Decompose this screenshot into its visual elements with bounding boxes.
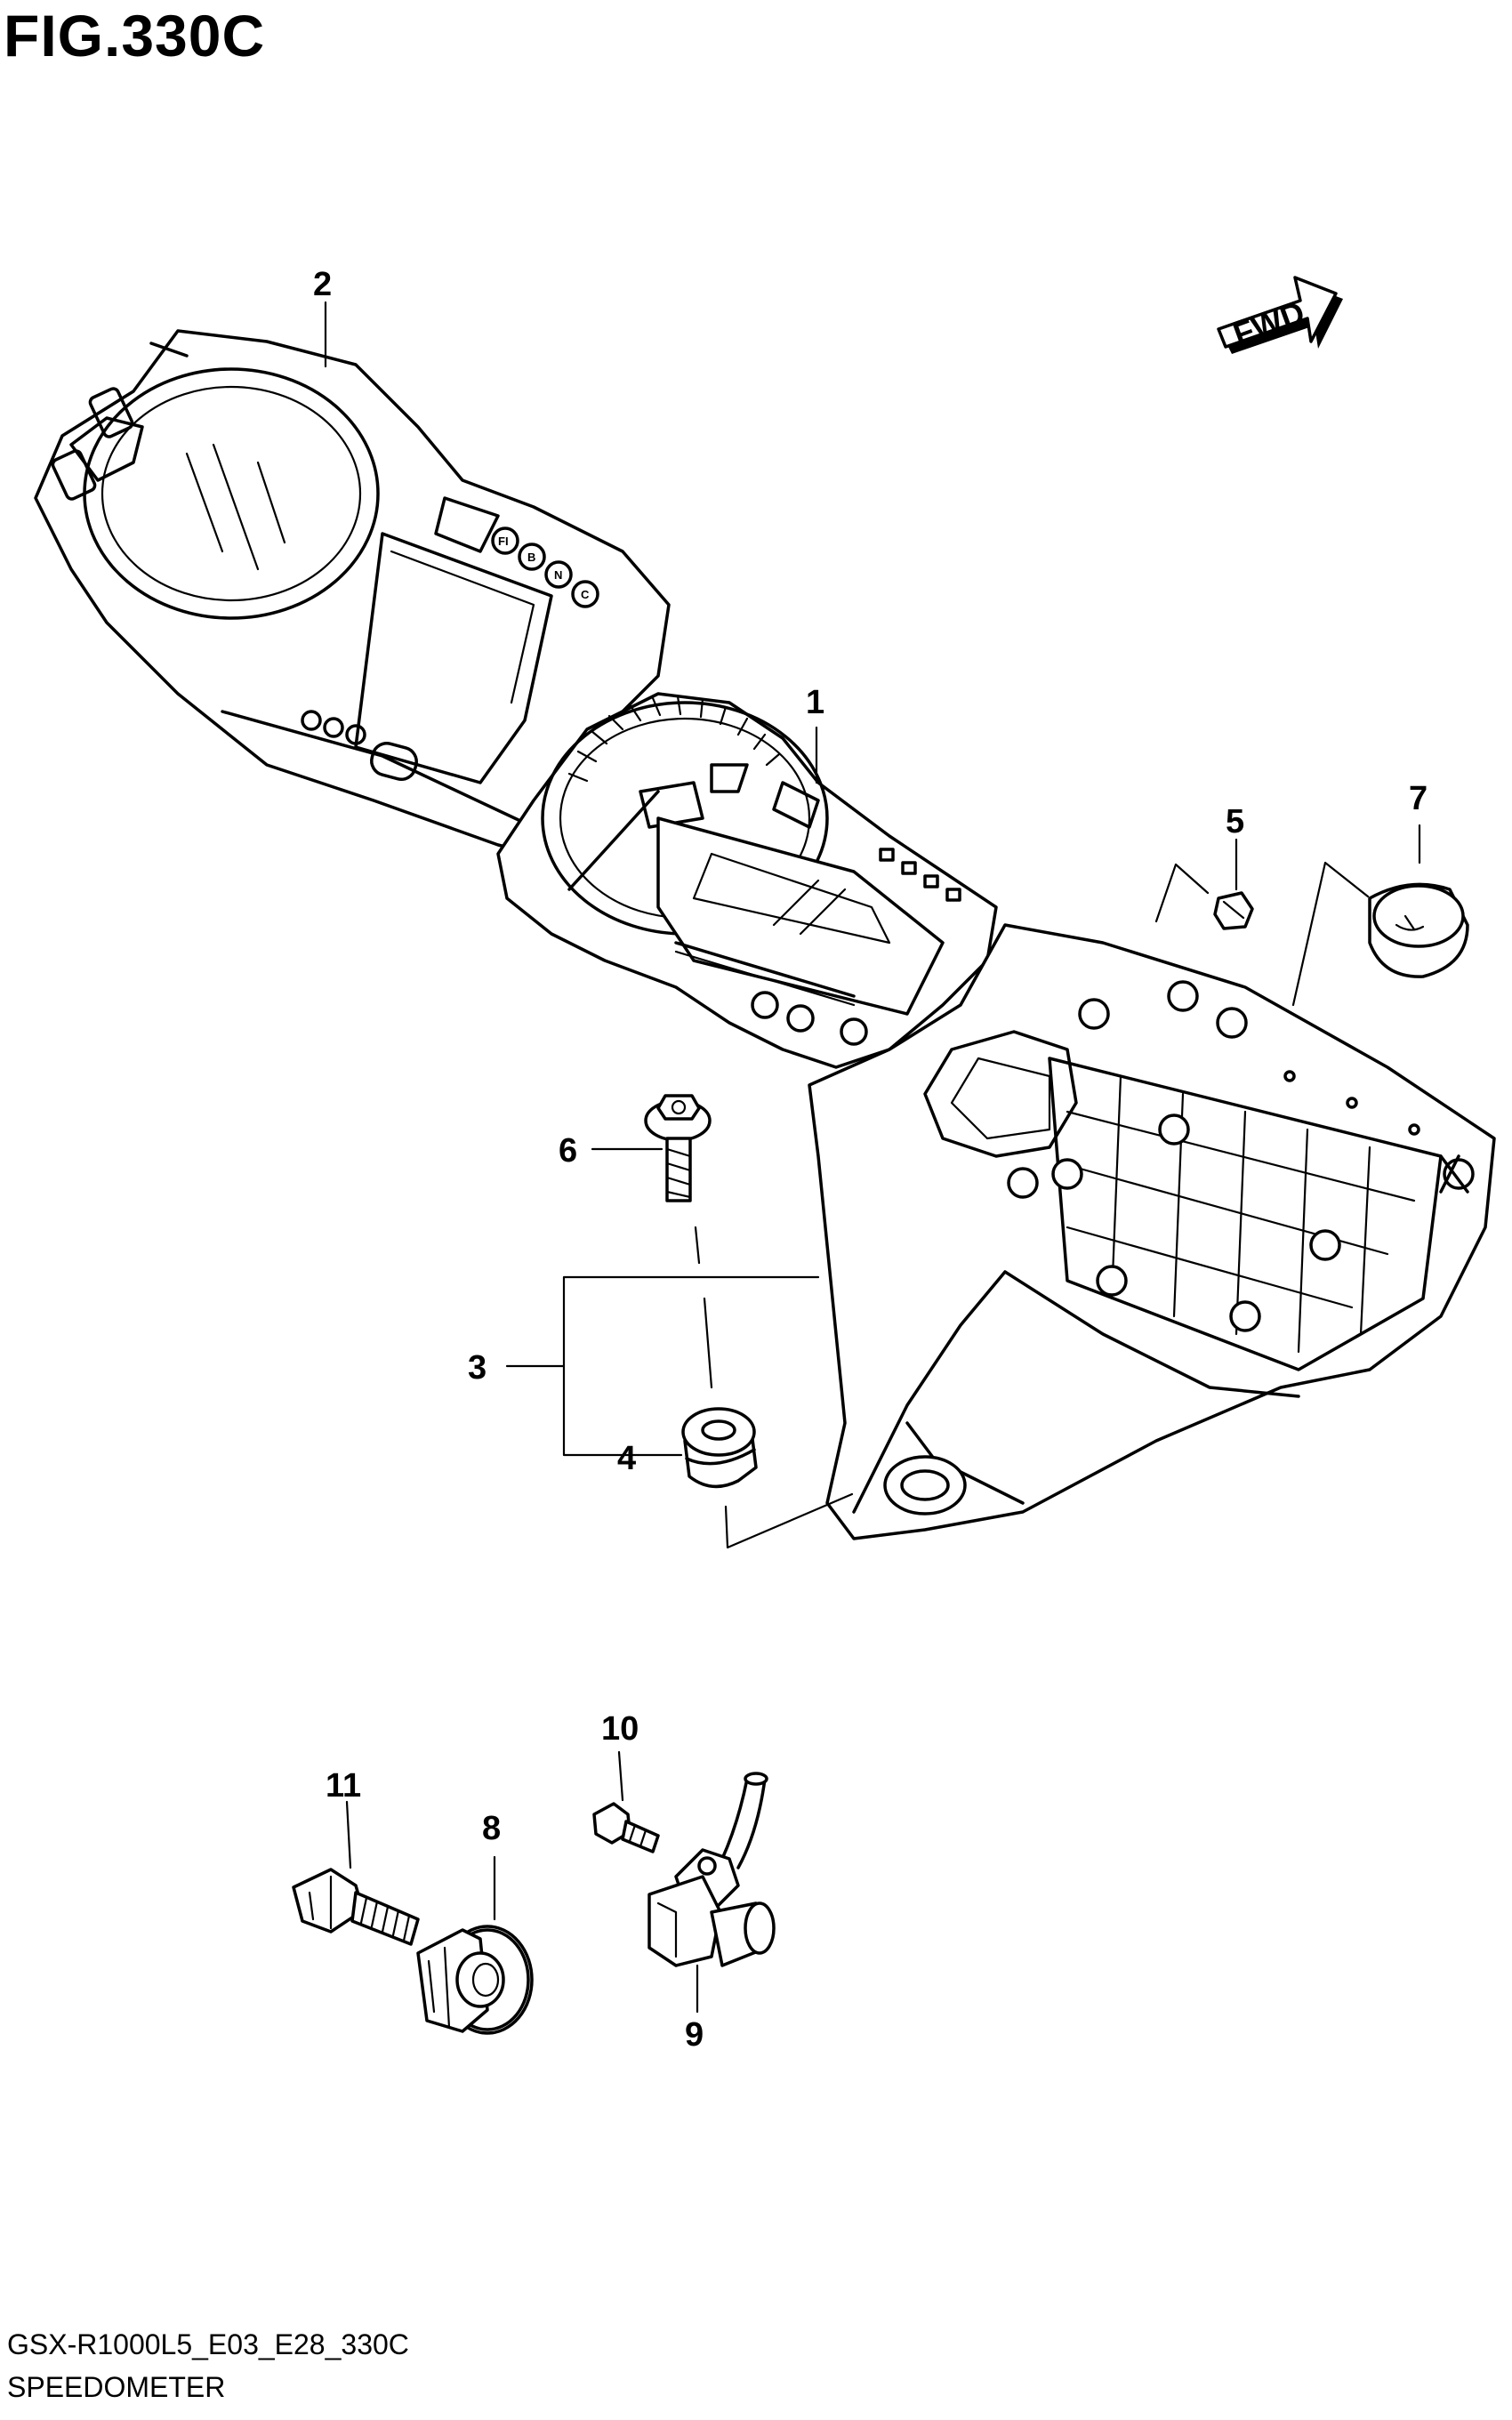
warning-lamp-icons xyxy=(491,527,599,608)
callout-11: 11 xyxy=(326,1767,361,1805)
model-code: GSX-R1000L5_E03_E28_330C xyxy=(7,2328,409,2360)
screw-part-5 xyxy=(1213,891,1254,930)
meter-assembly-part xyxy=(496,692,998,1069)
bolt-part-11 xyxy=(292,1868,420,1946)
indicator-n: N xyxy=(554,568,562,582)
fwd-label: FWD xyxy=(1228,293,1309,353)
indicator-letters: FI B N C xyxy=(498,535,590,601)
indicator-fi: FI xyxy=(498,535,509,548)
callout-3: 3 xyxy=(468,1349,487,1387)
callout-10: 10 xyxy=(601,1710,639,1748)
lower-case-part xyxy=(808,923,1496,1540)
callout-labels: 1 2 3 4 5 6 7 8 9 10 11 xyxy=(313,266,1428,2054)
callout-5: 5 xyxy=(1226,803,1244,840)
figure-name: SPEEDOMETER xyxy=(7,2371,226,2403)
fwd-arrow-icon: FWD xyxy=(1217,276,1343,354)
upper-cover-part xyxy=(34,329,671,856)
callout-8: 8 xyxy=(482,1810,501,1847)
callout-9: 9 xyxy=(685,2016,704,2054)
callout-7: 7 xyxy=(1409,780,1428,817)
tachometer-ticks xyxy=(567,695,781,783)
callout-1: 1 xyxy=(806,684,824,721)
callout-4: 4 xyxy=(617,1440,636,1477)
callout-2: 2 xyxy=(313,266,332,303)
grommet-part-4 xyxy=(681,1407,758,1489)
indicator-b: B xyxy=(527,551,535,564)
figure-title: FIG.330C xyxy=(4,3,266,68)
leader-lines xyxy=(324,301,1421,2014)
screw-part-6 xyxy=(644,1094,712,1202)
speed-sensor-part-9 xyxy=(647,1772,776,1967)
indicator-c: C xyxy=(581,588,590,601)
callout-6: 6 xyxy=(559,1132,577,1170)
collar-part-8 xyxy=(416,1925,534,2035)
grommet-part-7 xyxy=(1368,882,1469,978)
bolt-part-10 xyxy=(592,1802,660,1853)
